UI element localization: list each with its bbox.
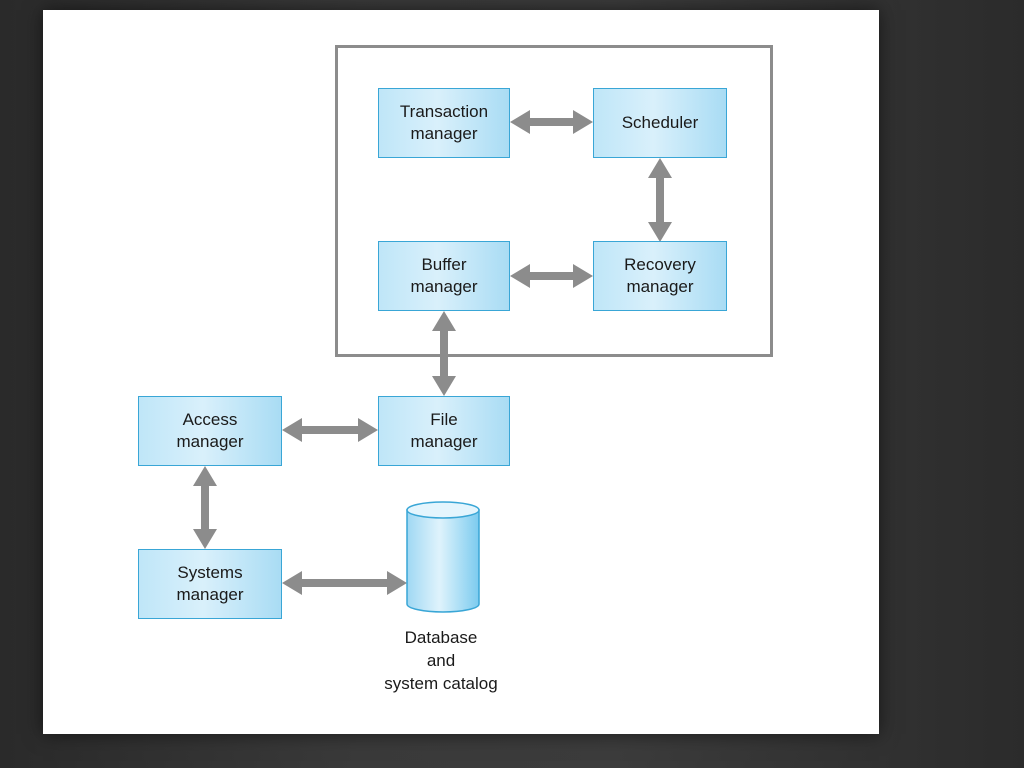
systems-manager-box: Systems manager — [138, 549, 282, 619]
transaction-manager-box: Transaction manager — [378, 88, 510, 158]
buffer-manager-box: Buffer manager — [378, 241, 510, 311]
arrow-buffer-recovery — [510, 264, 593, 288]
arrow-access-systems — [193, 466, 217, 549]
arrow-systems-database — [282, 571, 407, 595]
scheduler-box: Scheduler — [593, 88, 727, 158]
database-cylinder-icon — [406, 501, 480, 613]
access-manager-box: Access manager — [138, 396, 282, 466]
file-manager-box: File manager — [378, 396, 510, 466]
arrow-buffer-file — [432, 311, 456, 396]
arrow-scheduler-recovery — [648, 158, 672, 242]
recovery-manager-box: Recovery manager — [593, 241, 727, 311]
database-label: Database and system catalog — [384, 628, 498, 693]
arrow-transaction-scheduler — [510, 110, 593, 134]
arrow-access-file — [282, 418, 378, 442]
transaction-subsystem-frame — [335, 45, 773, 357]
